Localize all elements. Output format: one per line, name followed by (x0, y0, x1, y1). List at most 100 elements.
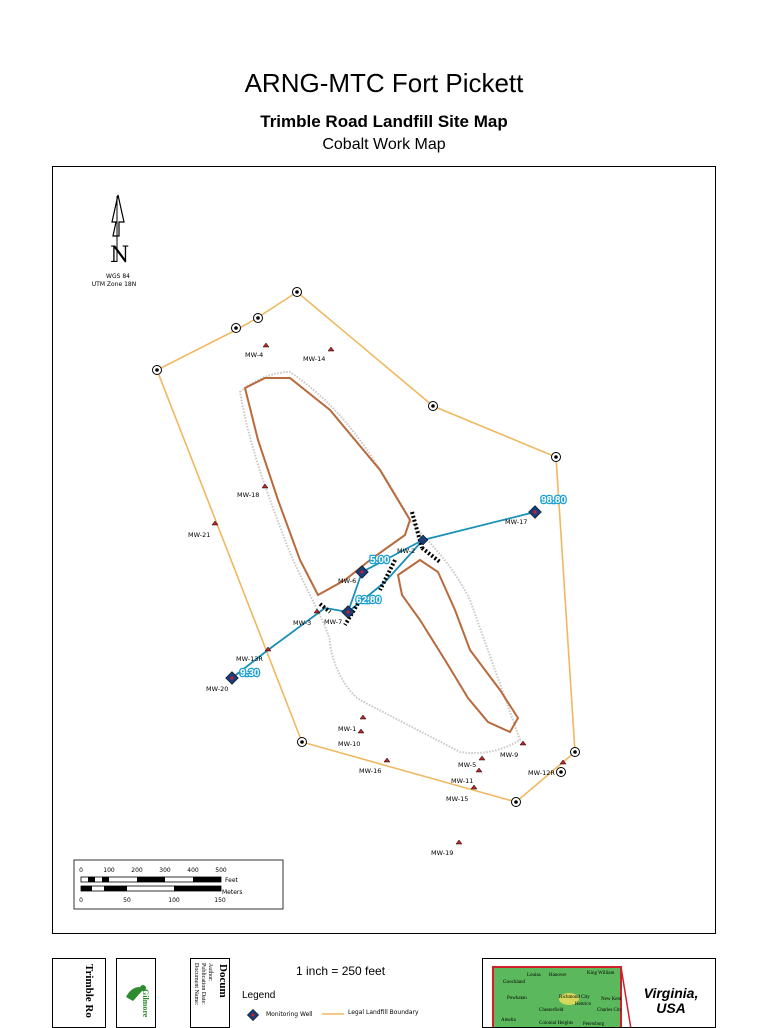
well-label: MW-21 (188, 531, 210, 539)
well-label: MW-16 (359, 767, 381, 775)
legend-boundary-icon (322, 1013, 344, 1015)
zone-label: UTM Zone 18N (92, 281, 136, 288)
doc-panel-title: Docum (217, 964, 229, 998)
boundary-marker-icon (551, 452, 561, 462)
boundary-markers (152, 287, 580, 807)
scale-ft-500: 500 (215, 867, 227, 874)
inset-place: Richmond City (559, 995, 590, 1000)
legend-well-label: Monitoring Well (266, 1011, 313, 1018)
doc-info-panel: Docum Author: Publication Date: Document… (190, 958, 230, 1028)
north-letter: N (110, 243, 129, 268)
well-mw-11[interactable]: MW-11 (451, 767, 483, 785)
well-label: MW-4 (245, 351, 263, 359)
map-subtitle-2: Cobalt Work Map (322, 136, 446, 153)
title-panel-text: Trimble Ro (83, 964, 95, 1018)
boundary-marker-icon (152, 365, 162, 375)
inset-place: Goochland (503, 980, 525, 985)
well-mw-20[interactable]: MW-20 (206, 671, 239, 693)
inset-label: Virginia, USA (643, 985, 699, 1016)
logo-text: Gilmore (141, 989, 150, 1018)
scale-m-150: 150 (214, 897, 226, 904)
well-mw-15[interactable]: MW-15 (446, 784, 478, 803)
scale-m-unit: Meters (222, 889, 243, 896)
title-panel: Trimble Ro (52, 958, 106, 1028)
boundary-marker-icon (556, 767, 566, 777)
well-label: MW-20 (206, 685, 228, 693)
well-mw-6[interactable]: MW-6 (338, 565, 369, 585)
well-mw-2[interactable]: MW-2 (397, 534, 429, 555)
well-label: MW-3 (293, 619, 311, 627)
scale-ft-0: 0 (79, 867, 83, 874)
datum-label: WGS 84 (106, 273, 130, 280)
inset-place: Amelia (501, 1018, 516, 1023)
legend-title: Legend (242, 990, 276, 1001)
well-label: MW-18 (237, 491, 259, 499)
flow-lines (231, 511, 536, 679)
well-mw-5[interactable]: MW-5 (458, 755, 486, 769)
well-mw-4[interactable]: MW-4 (245, 342, 270, 359)
boundary-marker-icon (570, 747, 580, 757)
north-arrow-icon: N (110, 194, 129, 268)
legend-boundary-label: Legal Landfill Boundary (348, 1009, 419, 1016)
scale-m-0: 0 (79, 897, 83, 904)
inset-place: Henrico (575, 1002, 592, 1007)
inset-place: Hanover (549, 973, 567, 978)
well-label: MW-10 (338, 740, 360, 748)
inset-place: Charles City (597, 1008, 623, 1013)
well-mw-1[interactable]: MW-1 (338, 714, 367, 733)
well-mw-3[interactable]: MW-3 (293, 608, 321, 627)
landfill-cell-south (396, 558, 520, 734)
value-label-mw-20: 9.30 (240, 668, 260, 679)
doc-author-label: Author: (207, 963, 213, 982)
well-label: MW-7 (324, 618, 342, 626)
scale-bar: 0 100 200 300 400 500 Feet Meters 0 50 1… (73, 859, 284, 910)
value-label-mw-6: 5.00 (370, 555, 390, 566)
dotted-road (238, 370, 522, 755)
map-title: ARNG-MTC Fort Pickett (244, 68, 524, 98)
well-mw-21[interactable]: MW-21 (188, 520, 219, 539)
scale-text: 1 inch = 250 feet (296, 964, 386, 978)
well-mw-9[interactable]: MW-9 (500, 740, 527, 759)
boundary-marker-icon (292, 287, 302, 297)
well-mw-19[interactable]: MW-19 (431, 839, 463, 857)
well-mw-10[interactable]: MW-10 (338, 728, 365, 748)
well-label: MW-12R (528, 769, 555, 777)
scale-ft-unit: Feet (225, 877, 239, 884)
well-label: MW-2 (397, 547, 415, 555)
map-subtitle: Trimble Road Landfill Site Map (260, 112, 508, 131)
well-mw-14[interactable]: MW-14 (303, 346, 335, 363)
well-mw-17[interactable]: MW-17 (505, 505, 542, 526)
legal-landfill-boundary (155, 291, 576, 803)
value-label-mw-17: 98.80 (541, 495, 566, 506)
inset-place: New Kent (601, 997, 622, 1002)
well-mw-7[interactable]: MW-7 (324, 605, 355, 626)
scale-ft-400: 400 (187, 867, 199, 874)
well-mw-16[interactable]: MW-16 (359, 757, 391, 775)
logo-panel: Gilmore (116, 958, 156, 1028)
well-label: MW-11 (451, 777, 473, 785)
scale-ft-200: 200 (131, 867, 143, 874)
boundary-marker-icon (253, 313, 263, 323)
well-label: MW-14 (303, 355, 325, 363)
inset-place: Powhatan (507, 996, 527, 1001)
well-label: MW-1 (338, 725, 356, 733)
map-frame (52, 166, 716, 934)
well-label: MW-6 (338, 577, 356, 585)
boundary-marker-icon (511, 797, 521, 807)
landfill-cell-north (243, 377, 412, 597)
well-mw-13r[interactable]: MW-13R (236, 646, 272, 663)
value-label-mw-7: 62.80 (356, 595, 381, 606)
well-label: MW-13R (236, 655, 263, 663)
well-mw-12r[interactable]: MW-12R (528, 759, 567, 777)
legend-well-icon (246, 1008, 260, 1022)
well-label: MW-15 (446, 795, 468, 803)
well-mw-18[interactable]: MW-18 (237, 483, 269, 499)
scale-ft-300: 300 (159, 867, 171, 874)
gecko-logo-icon (126, 985, 146, 1001)
inset-place: King William (587, 971, 614, 976)
rail-segments (318, 511, 442, 627)
inset-place: Chesterfield (539, 1008, 564, 1013)
boundary-marker-icon (231, 323, 241, 333)
inset-place: Petersburg (583, 1022, 605, 1027)
well-label: MW-9 (500, 751, 518, 759)
